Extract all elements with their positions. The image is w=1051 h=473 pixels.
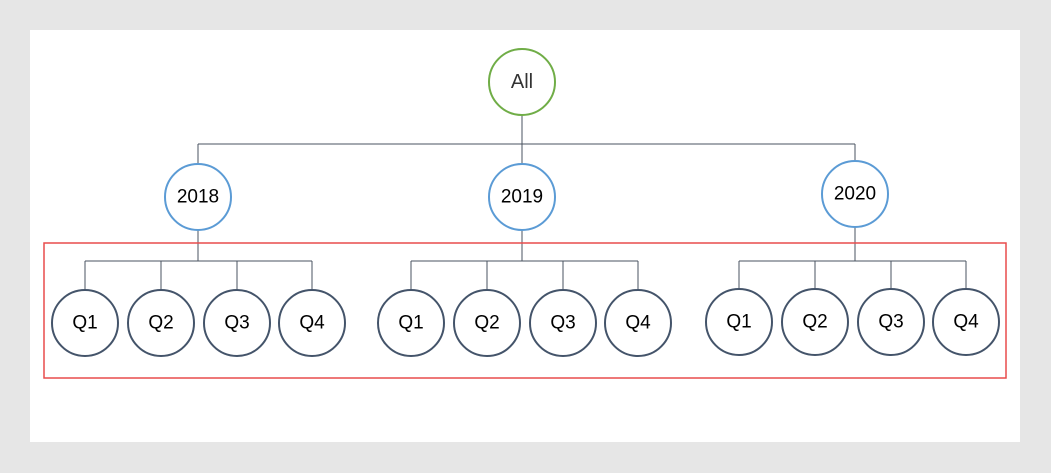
node-2018-q4-label: Q4 xyxy=(299,313,325,334)
node-2020-q4: Q4 xyxy=(932,288,1000,356)
node-year-2019-label: 2019 xyxy=(501,187,543,208)
node-2019-q1-circle xyxy=(377,289,445,357)
node-year-2018: 2018 xyxy=(164,163,232,231)
node-2018-q3-circle xyxy=(203,289,271,357)
node-2019-q1: Q1 xyxy=(377,289,445,357)
node-2018-q4: Q4 xyxy=(278,289,346,357)
node-2020-q1: Q1 xyxy=(705,288,773,356)
node-2020-q3-circle xyxy=(857,288,925,356)
connector-lines xyxy=(84,115,967,290)
node-2019-q3-label: Q3 xyxy=(550,313,575,334)
node-2019-q2: Q2 xyxy=(453,289,521,357)
node-2020-q4-circle xyxy=(932,288,1000,356)
node-year-2020: 2020 xyxy=(821,160,889,228)
node-2020-q1-circle xyxy=(705,288,773,356)
node-2020-q4-label: Q4 xyxy=(953,312,979,333)
node-2018-q2-label: Q2 xyxy=(148,313,173,334)
tree-nodes: All 2018 2019 2020 Q1 Q2 Q3 xyxy=(51,48,1000,357)
node-2020-q3-label: Q3 xyxy=(878,312,903,333)
node-2019-q3: Q3 xyxy=(529,289,597,357)
node-2018-q1-circle xyxy=(51,289,119,357)
node-year-2018-circle xyxy=(164,163,232,231)
node-year-2020-circle xyxy=(821,160,889,228)
node-2020-q2-circle xyxy=(781,288,849,356)
node-2018-q1: Q1 xyxy=(51,289,119,357)
node-2019-q3-circle xyxy=(529,289,597,357)
node-2018-q4-circle xyxy=(278,289,346,357)
node-2020-q2-label: Q2 xyxy=(802,312,827,333)
node-2018-q3: Q3 xyxy=(203,289,271,357)
node-2020-q3: Q3 xyxy=(857,288,925,356)
node-2020-q2: Q2 xyxy=(781,288,849,356)
node-year-2020-label: 2020 xyxy=(834,184,876,205)
node-all-label: All xyxy=(511,71,533,93)
node-2019-q4-label: Q4 xyxy=(625,313,651,334)
node-year-2019: 2019 xyxy=(488,163,556,231)
node-2019-q2-label: Q2 xyxy=(474,313,499,334)
node-2018-q2: Q2 xyxy=(127,289,195,357)
node-year-2019-circle xyxy=(488,163,556,231)
node-all-circle xyxy=(488,48,556,116)
node-year-2018-label: 2018 xyxy=(177,187,219,208)
node-2019-q2-circle xyxy=(453,289,521,357)
node-2019-q4-circle xyxy=(604,289,672,357)
node-2019-q1-label: Q1 xyxy=(398,313,423,334)
node-2018-q1-label: Q1 xyxy=(72,313,97,334)
node-2019-q4: Q4 xyxy=(604,289,672,357)
node-2018-q2-circle xyxy=(127,289,195,357)
node-all: All xyxy=(488,48,556,116)
node-2020-q1-label: Q1 xyxy=(726,312,751,333)
quarter-level-highlight-box xyxy=(43,242,1007,379)
node-2018-q3-label: Q3 xyxy=(224,313,249,334)
